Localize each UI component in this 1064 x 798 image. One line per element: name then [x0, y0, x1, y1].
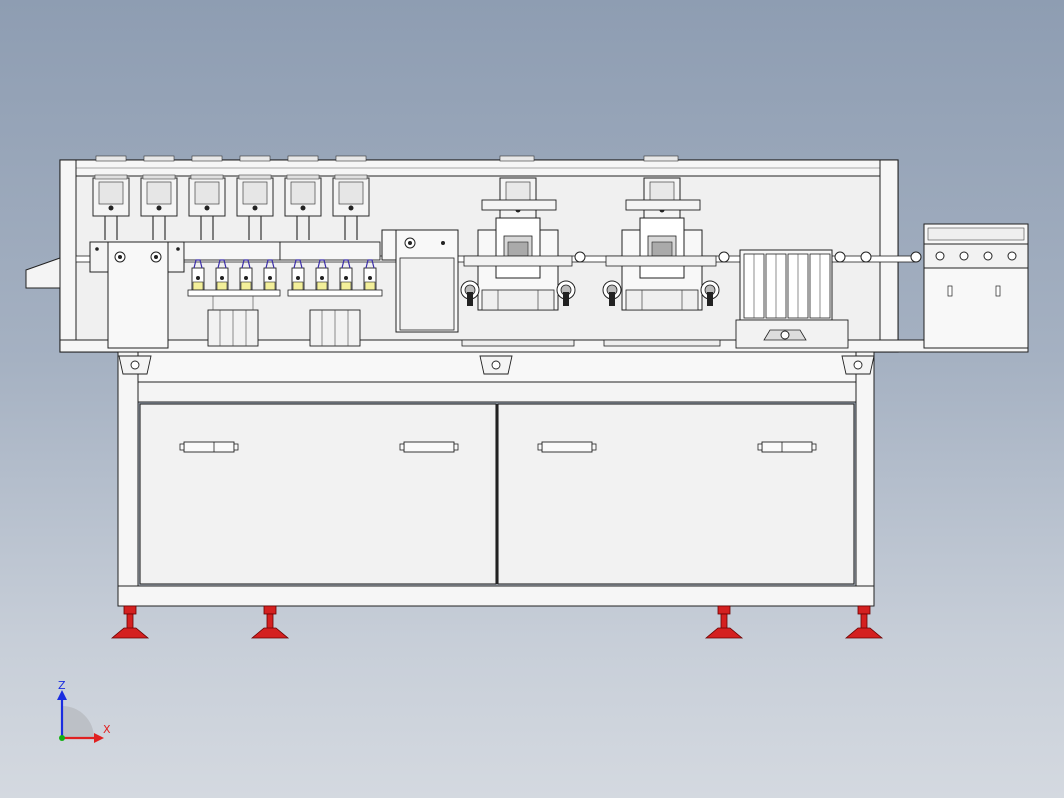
axis-triad [57, 690, 104, 743]
press-station-1 [460, 177, 576, 347]
axis-x-label: X [103, 723, 111, 736]
cabinet-doors [139, 403, 855, 585]
rail-pulleys [574, 251, 922, 263]
center-enclosure [381, 229, 459, 333]
leveling-feet [111, 605, 883, 639]
outfeed-module [923, 223, 1029, 349]
base-cabinet [117, 351, 875, 607]
control-box [89, 241, 185, 349]
cartridge-module [735, 249, 849, 349]
axis-z-label: Z [58, 679, 66, 692]
press-station-2 [602, 177, 721, 347]
door-handles [179, 441, 817, 453]
infeed-chute [25, 257, 61, 289]
gripper-array-left [183, 241, 281, 347]
gripper-array-right [279, 241, 383, 347]
